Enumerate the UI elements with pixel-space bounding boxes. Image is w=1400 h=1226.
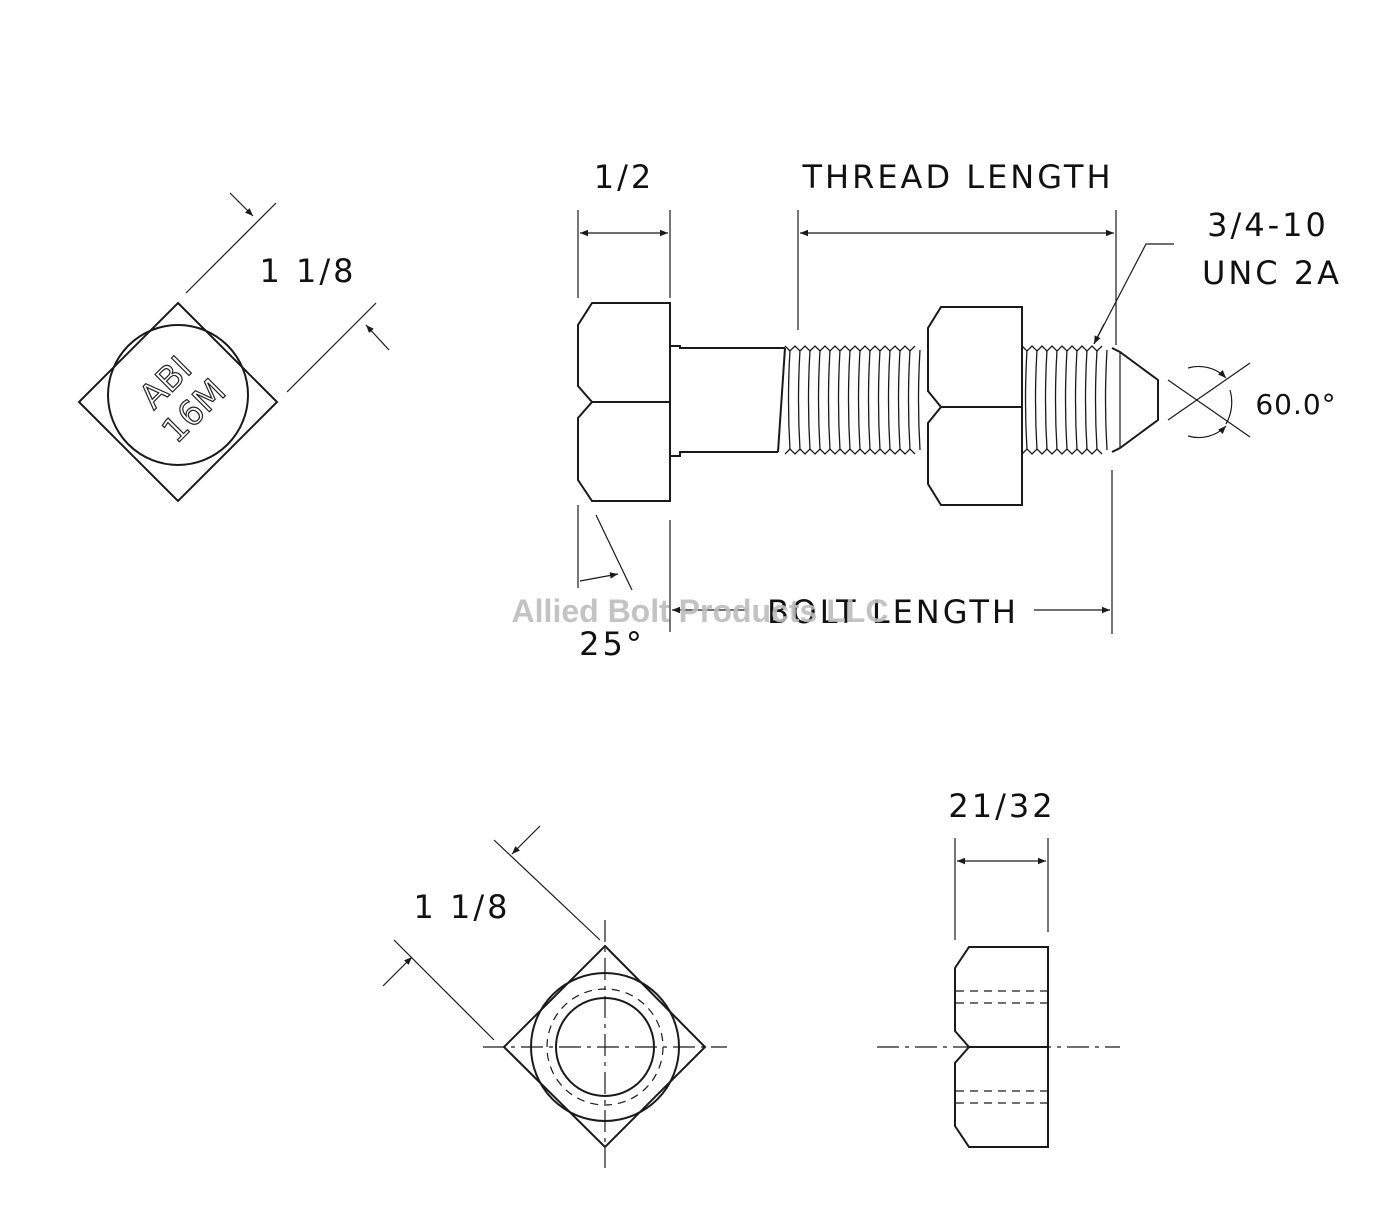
dimension-arrow bbox=[365, 324, 390, 351]
thread-profile bbox=[1021, 448, 1103, 455]
bolt-head-top-view: ABI 16M 1 1/8 bbox=[77, 192, 390, 503]
dimension-arrow bbox=[229, 192, 254, 217]
thread-crest bbox=[1074, 349, 1078, 451]
thread-length-label: THREAD LENGTH bbox=[801, 158, 1113, 196]
thread-crest bbox=[787, 349, 791, 451]
shank-top bbox=[670, 345, 785, 349]
thread-crest bbox=[1024, 349, 1028, 451]
thread-crest bbox=[1044, 349, 1048, 451]
thread-crest bbox=[817, 349, 821, 451]
thread-crest bbox=[877, 349, 881, 451]
extension-line bbox=[185, 202, 277, 294]
thread-crest bbox=[897, 349, 901, 451]
nut-width-dimension: 1 1/8 bbox=[413, 888, 510, 926]
thread-profile bbox=[1021, 345, 1103, 352]
nut-thickness-dimension: 21/32 bbox=[948, 787, 1055, 825]
head-marking: ABI 16M bbox=[131, 348, 234, 451]
thread-crest bbox=[797, 349, 801, 451]
chamfer-angle-label: 25° bbox=[579, 625, 645, 663]
thread-crest bbox=[887, 349, 891, 451]
thread-spec-line2: UNC 2A bbox=[1202, 254, 1342, 292]
thread-spec-line1: 3/4-10 bbox=[1207, 206, 1329, 244]
nut-front-view: 1 1/8 bbox=[382, 825, 727, 1168]
thread-crest bbox=[1104, 349, 1108, 451]
thread-section-2 bbox=[1021, 345, 1108, 455]
thread-crest bbox=[827, 349, 831, 451]
thread-crest bbox=[1034, 349, 1038, 451]
thread-crest bbox=[837, 349, 841, 451]
head-height-dimension: 1/2 bbox=[594, 158, 655, 196]
thread-section-1 bbox=[784, 345, 921, 455]
bolt-point bbox=[1111, 347, 1159, 453]
watermark: Allied Bolt Products LLC bbox=[512, 593, 889, 629]
head-marking-circle bbox=[107, 324, 249, 466]
thread-crest bbox=[907, 349, 911, 451]
bolt-length-label: BOLT LENGTH bbox=[767, 593, 1019, 631]
thread-crest bbox=[847, 349, 851, 451]
thread-crest bbox=[1094, 349, 1098, 451]
thread-crest bbox=[857, 349, 861, 451]
bolt-side-view: 1/2 THREAD LENGTH 3/4-10 UNC 2A 60.0° 25… bbox=[577, 158, 1342, 663]
thread-crest bbox=[867, 349, 871, 451]
point-angle-label: 60.0° bbox=[1255, 388, 1336, 421]
thread-crest bbox=[917, 349, 921, 451]
head-width-dimension: 1 1/8 bbox=[259, 252, 356, 290]
thread-profile bbox=[784, 448, 916, 455]
thread-profile bbox=[784, 345, 916, 352]
extension-line bbox=[286, 302, 377, 393]
thread-crest bbox=[1084, 349, 1088, 451]
nut-side-view: 21/32 bbox=[877, 787, 1120, 1148]
thread-crest bbox=[1054, 349, 1058, 451]
thread-crest bbox=[807, 349, 811, 451]
thread-crest bbox=[1064, 349, 1068, 451]
shank-bottom bbox=[670, 451, 778, 457]
